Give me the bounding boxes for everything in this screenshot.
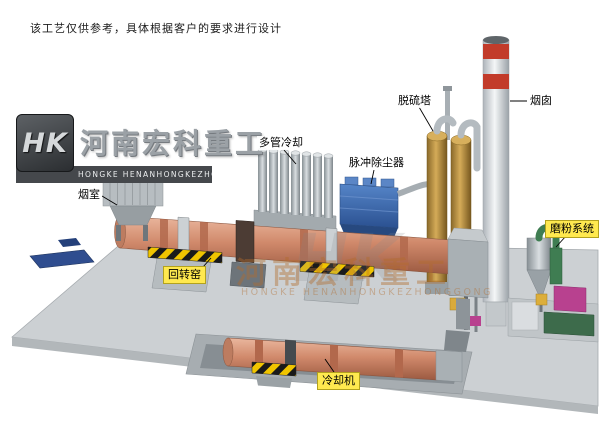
- collector-top-cap: [344, 176, 359, 186]
- grinding-system-unit: [507, 223, 599, 343]
- kiln-band: [300, 229, 308, 263]
- label-multi-tube-cooler: 多管冷却: [257, 136, 305, 150]
- disclaimer-text: 该工艺仅供参考，具体根据客户的要求进行设计: [30, 22, 282, 35]
- kiln-band: [160, 218, 168, 252]
- collector-top-cap: [380, 178, 395, 188]
- label-pulse-dust-collector: 脉冲除尘器: [347, 156, 406, 170]
- chimney-red-band: [483, 44, 509, 59]
- tower-vent-pipe: [445, 90, 450, 140]
- cooler-band: [330, 344, 338, 374]
- watermark-monogram: HK: [293, 220, 404, 297]
- logo-company-name: 河南宏科重工: [80, 127, 267, 160]
- tube-cap: [290, 150, 301, 156]
- chamber-ribs: [109, 175, 156, 205]
- cooler-band: [255, 339, 263, 369]
- blue-pad: [29, 238, 95, 269]
- cooler-discharge-box: [435, 349, 463, 383]
- label-desulfurization-tower: 脱硫塔: [396, 94, 433, 108]
- leader-grinding: [555, 235, 567, 248]
- watermark-company-cn: 河南宏科重工: [236, 256, 452, 291]
- leader-smoke-chamber: [101, 195, 118, 206]
- kiln-drive-unit: [229, 261, 267, 289]
- logo-monogram: HK: [16, 114, 74, 172]
- cooling-tube: [302, 154, 311, 216]
- label-leader-lines: [101, 100, 567, 373]
- cooling-tube: [324, 156, 333, 218]
- pad-plate: [29, 249, 95, 269]
- tube-cap: [301, 151, 312, 157]
- tube-cap: [323, 153, 334, 159]
- leader-multi-tube: [283, 149, 297, 165]
- green-duct: [549, 247, 563, 285]
- leader-pulse-collector: [370, 169, 375, 185]
- valve-magenta: [468, 316, 481, 326]
- tower-vent-cap: [443, 86, 452, 91]
- cooler-hazard-base: [251, 361, 297, 377]
- hazard-stripe-guard: [299, 260, 375, 278]
- cooler-pier: [256, 376, 292, 388]
- label-rotary-kiln: 回转窑: [163, 266, 206, 284]
- chamber-leg: [116, 225, 121, 241]
- label-grinding-system: 磨粉系统: [545, 220, 599, 238]
- mill-cabinet: [511, 301, 539, 331]
- kiln-girth-gear: [235, 220, 255, 263]
- pad-block: [58, 238, 81, 247]
- chimney-top-opening: [483, 36, 509, 44]
- hood-box: [447, 238, 489, 299]
- watermark-company-en: HONGKE HENANHONGKEZHONGGONG: [241, 287, 493, 298]
- collector-top-cap: [362, 177, 377, 187]
- leader-rotary-kiln: [202, 257, 212, 268]
- tower-2-elbow: [457, 119, 481, 172]
- cooling-tube: [280, 152, 289, 214]
- chimney-red-band: [483, 74, 509, 89]
- kiln-band: [400, 236, 408, 270]
- cooling-tube: [313, 155, 322, 217]
- mill-feeder-magenta: [553, 285, 587, 313]
- tube-cap: [312, 152, 323, 158]
- rotary-kiln-unit: [114, 215, 451, 289]
- collector-ridges: [339, 195, 399, 213]
- mill-machine: [543, 311, 595, 337]
- aux-cabinet: [485, 301, 507, 327]
- label-chimney: 烟囱: [528, 94, 554, 108]
- yellow-elbow: [535, 293, 548, 306]
- label-smoke-chamber: 烟室: [76, 188, 102, 202]
- chimney-stack: [482, 36, 510, 303]
- tower-base: [425, 282, 449, 294]
- kiln-hood-unit: [444, 227, 489, 352]
- cooler-band: [395, 349, 403, 378]
- chamber-leg: [143, 225, 148, 241]
- hood-to-cooler-chute: [444, 330, 470, 352]
- leader-cooler: [324, 358, 335, 373]
- cooling-tube: [258, 150, 267, 212]
- cooling-tube: [269, 151, 278, 213]
- cooling-machine: [222, 337, 463, 388]
- hood-down-duct: [456, 298, 470, 330]
- tower-1-elbow: [433, 115, 457, 135]
- hazard-stripe-guard: [147, 246, 223, 264]
- cyclone-body: [526, 237, 552, 271]
- cyclone-cone: [526, 269, 552, 301]
- cooling-tube: [291, 153, 300, 215]
- leader-desulfurization: [418, 106, 434, 132]
- label-cooler: 冷却机: [317, 372, 360, 390]
- collector-outlet-duct: [396, 181, 431, 197]
- kiln-band: [200, 221, 208, 255]
- cooler-endcap: [222, 337, 234, 367]
